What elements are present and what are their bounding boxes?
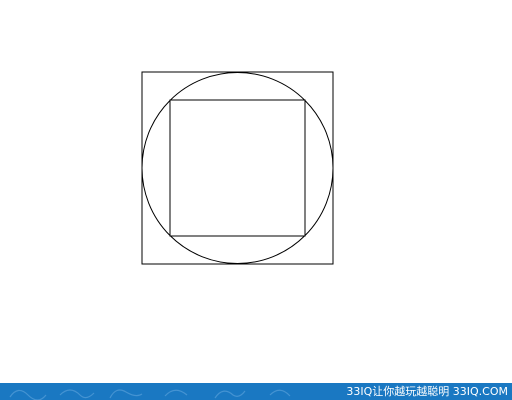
footer-swirl-decoration — [9, 389, 291, 400]
inner-square — [169, 99, 306, 237]
outer-square — [141, 71, 334, 265]
inscribed-circle — [141, 72, 334, 264]
footer-slogan-text: 33IQ让你越玩越聪明 33IQ.COM — [346, 385, 508, 398]
site-footer-banner: 33IQ让你越玩越聪明 33IQ.COM — [0, 383, 512, 400]
